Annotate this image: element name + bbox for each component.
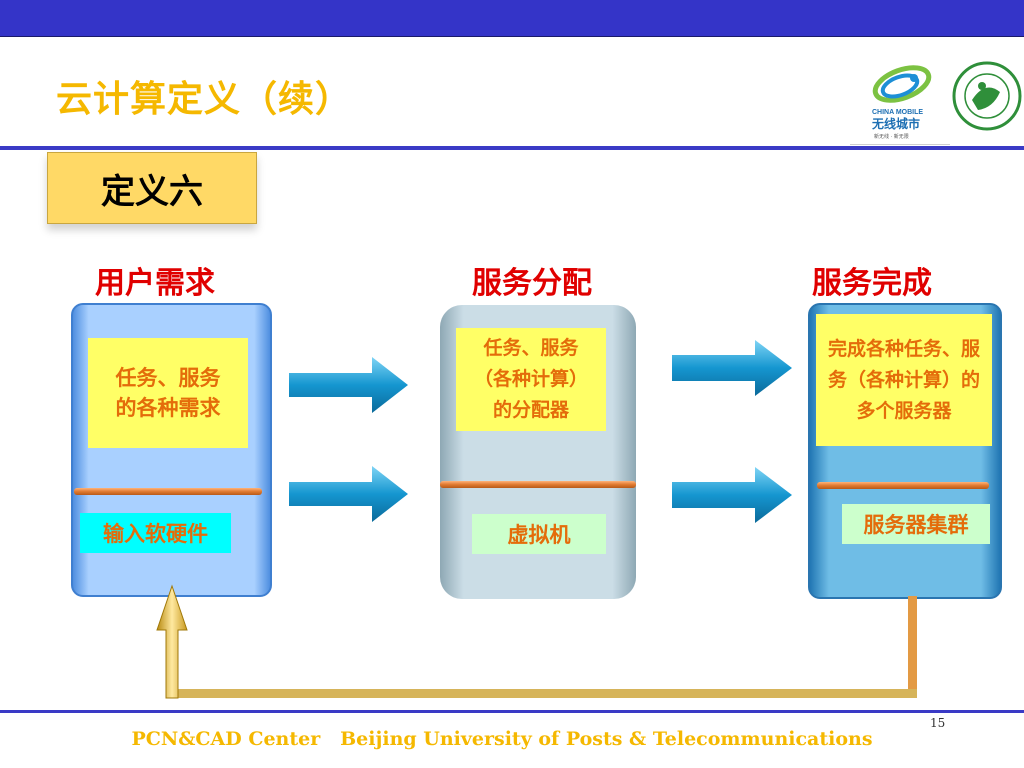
top-banner — [0, 0, 1024, 37]
heading-service-allocation: 服务分配 — [472, 266, 592, 301]
footer-text: PCN&CAD Center Beijing University of Pos… — [0, 728, 1004, 750]
service-completion-note-text: 完成各种任务、服务（各种计算）的多个服务器 — [827, 337, 980, 422]
user-panel-divider — [74, 488, 262, 495]
heading-service-completion: 服务完成 — [812, 266, 932, 301]
china-mobile-logo-line2: 无线城市 — [871, 116, 920, 131]
slide-title: 云计算定义（续） — [56, 79, 353, 120]
china-mobile-logo-line1: CHINA MOBILE — [872, 109, 923, 116]
footer-university: Beijing University of Posts & Telecommun… — [340, 728, 873, 750]
user-demand-note-text: 任务、服务的各种需求 — [115, 366, 221, 420]
heading-user-demand: 用户需求 — [95, 266, 215, 301]
server-cluster-tag: 服务器集群 — [842, 504, 990, 544]
footer-divider — [0, 710, 1024, 713]
input-hardware-software-tag: 输入软硬件 — [80, 513, 231, 553]
footer-org: PCN&CAD Center — [131, 728, 321, 750]
china-mobile-logo: CHINA MOBILE 无线城市 新无线 · 新无限 — [850, 56, 950, 145]
header-divider — [0, 146, 1024, 150]
arrow-right-icon — [289, 466, 408, 522]
arrow-up-icon — [156, 584, 188, 699]
arrow-right-icon — [289, 357, 408, 413]
arrow-right-icon — [672, 467, 792, 523]
user-demand-note: 任务、服务的各种需求 — [88, 338, 248, 448]
server-panel-divider — [817, 482, 989, 489]
definition-tab: 定义六 — [47, 152, 257, 224]
page-number: 15 — [930, 716, 946, 730]
service-allocation-note-text: 任务、服务（各种计算）的分配器 — [473, 337, 588, 421]
vm-panel-divider — [440, 481, 636, 488]
feedback-loop-line — [172, 596, 917, 698]
virtual-machine-tag: 虚拟机 — [472, 514, 606, 554]
service-completion-note: 完成各种任务、服务（各种计算）的多个服务器 — [816, 314, 992, 446]
arrow-right-icon — [672, 340, 792, 396]
china-mobile-logo-line3: 新无线 · 新无限 — [874, 133, 909, 140]
service-allocation-note: 任务、服务（各种计算）的分配器 — [456, 328, 606, 431]
china-mobile-logo-icon: CHINA MOBILE 无线城市 新无线 · 新无限 — [871, 65, 932, 140]
